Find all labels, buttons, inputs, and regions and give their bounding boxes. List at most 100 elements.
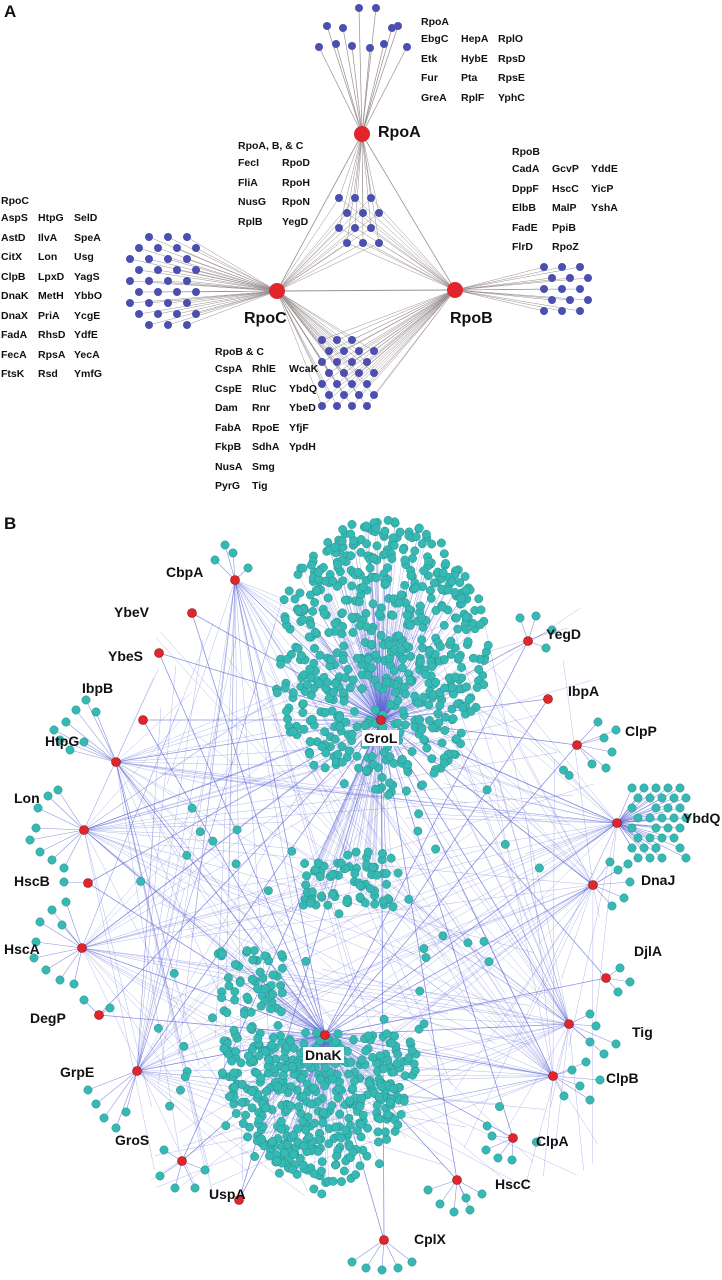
leaf-node-b	[337, 1177, 346, 1187]
leaf-node-b	[407, 1046, 417, 1056]
node-label-clpa: ClpA	[536, 1133, 569, 1149]
leaf-node-b	[91, 1099, 101, 1109]
leaf-node-b	[343, 850, 353, 860]
leaf-node-a	[183, 255, 191, 263]
edge-b	[380, 703, 458, 721]
leaf-node-b	[247, 1103, 257, 1113]
gene-name: CitX	[1, 251, 22, 263]
leaf-node-b	[388, 610, 398, 620]
leaf-node-b	[91, 707, 101, 717]
leaf-node-b	[415, 715, 425, 725]
leaf-node-b	[33, 803, 43, 813]
edge-b	[83, 829, 185, 890]
edge-a	[176, 290, 278, 315]
leaf-node-b	[342, 897, 352, 907]
leaf-node-a	[367, 224, 375, 232]
edge-b	[47, 795, 85, 831]
edge-b	[509, 884, 594, 1012]
leaf-node-b	[593, 717, 603, 727]
edge-a	[176, 247, 278, 292]
leaf-node-b	[241, 1110, 251, 1120]
leaf-node-a	[323, 22, 331, 30]
edge-a	[361, 46, 408, 135]
edge-b	[136, 1070, 248, 1172]
edge-b	[233, 1034, 326, 1078]
leaf-node-a	[548, 274, 556, 282]
leaf-node-b	[180, 1072, 190, 1082]
edge-b	[383, 1239, 399, 1269]
node-label-ybev: YbeV	[114, 604, 150, 620]
leaf-node-b	[531, 1137, 541, 1147]
leaf-node-b	[374, 609, 384, 619]
leaf-node-b	[47, 905, 57, 915]
edge-b	[115, 732, 267, 763]
node-label-grol: GroL	[362, 730, 400, 746]
edge-b	[115, 761, 214, 1198]
edge-b	[83, 829, 227, 1099]
leaf-node-a	[576, 285, 584, 293]
edge-a	[186, 258, 278, 292]
leaf-node-b	[416, 657, 425, 667]
leaf-node-b	[297, 1073, 307, 1083]
node-label-ibpa: IbpA	[568, 683, 600, 699]
edge-b	[115, 1070, 138, 1129]
leaf-node-b	[625, 977, 635, 987]
edge-b	[136, 801, 156, 1072]
edge-b	[550, 1023, 570, 1108]
leaf-node-b	[418, 780, 428, 790]
leaf-node-b	[645, 793, 655, 803]
leaf-node-b	[363, 1123, 373, 1133]
leaf-node-b	[393, 1263, 403, 1273]
edge-a	[343, 289, 456, 374]
leaf-node-b	[288, 727, 298, 737]
edge-a	[361, 133, 380, 244]
leaf-node-b	[345, 1096, 354, 1106]
edge-b	[136, 665, 177, 1072]
leaf-node-b	[330, 542, 340, 552]
leaf-node-b	[328, 687, 338, 697]
leaf-node-b	[419, 735, 429, 745]
edge-a	[276, 290, 360, 352]
edge-b	[177, 961, 570, 1025]
leaf-node-b	[386, 853, 396, 863]
leaf-node-b	[326, 654, 336, 664]
edge-b	[170, 822, 618, 1000]
gene-name: FecI	[238, 157, 260, 169]
edge-a	[276, 290, 353, 341]
edge-b	[83, 829, 343, 1037]
leaf-node-b	[599, 733, 609, 743]
edge-b	[528, 737, 618, 824]
leaf-node-b	[587, 759, 597, 769]
leaf-node-a	[173, 288, 181, 296]
leaf-node-b	[438, 568, 448, 578]
leaf-node-b	[457, 663, 466, 672]
edge-b	[234, 579, 374, 1036]
leaf-node-b	[345, 746, 354, 756]
leaf-node-b	[435, 701, 445, 711]
edge-a	[276, 242, 364, 292]
edge-b	[250, 817, 570, 1025]
leaf-node-b	[272, 1156, 282, 1166]
leaf-node-b	[424, 557, 434, 567]
edge-b	[493, 782, 554, 1077]
leaf-node-b	[585, 1095, 595, 1105]
leaf-node-a	[192, 288, 200, 296]
leaf-node-b	[407, 1257, 417, 1267]
leaf-node-b	[55, 975, 65, 985]
edge-b	[115, 761, 200, 1125]
leaf-node-b	[25, 835, 35, 845]
leaf-node-b	[347, 729, 357, 739]
edge-b	[351, 585, 382, 721]
leaf-node-b	[441, 712, 450, 722]
edge-b	[136, 724, 422, 1072]
edge-b	[136, 792, 300, 1072]
leaf-node-b	[301, 880, 311, 890]
edge-b	[81, 708, 179, 949]
edge-b	[83, 630, 373, 831]
edge-a	[454, 289, 581, 312]
leaf-node-b	[29, 953, 39, 963]
